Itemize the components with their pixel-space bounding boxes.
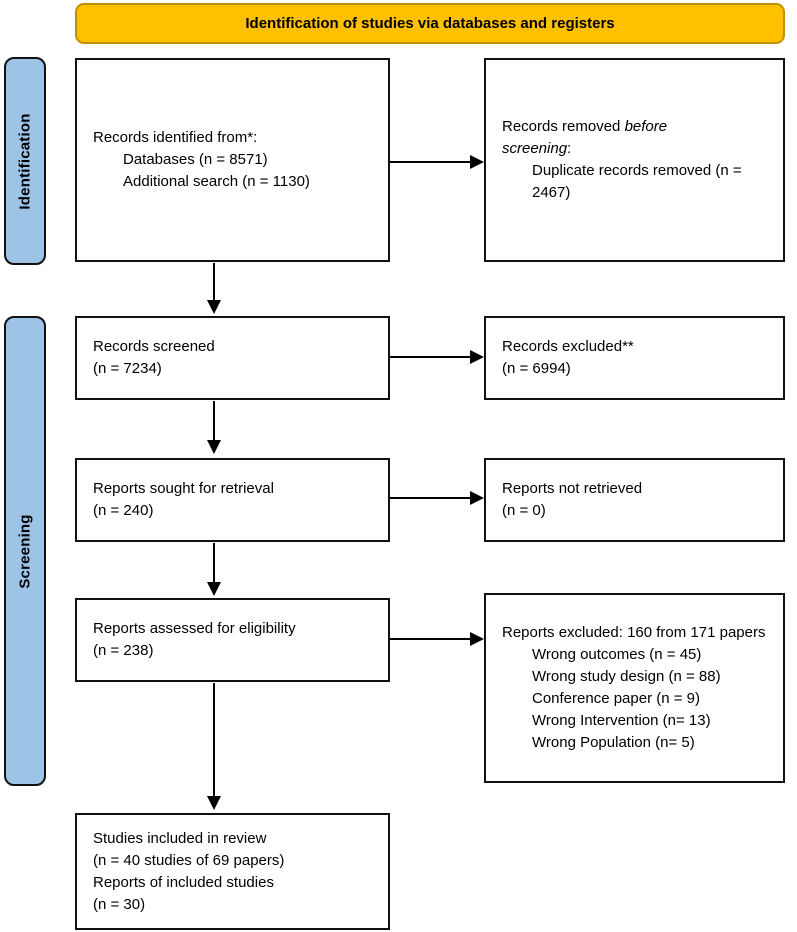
stage-identification-text: Identification — [16, 112, 34, 210]
box-reports-assessed: Reports assessed for eligibility (n = 23… — [75, 598, 390, 682]
arrow-assessed-to-included-head-icon — [207, 796, 221, 810]
arrow-sought-to-notretrieved-line — [390, 497, 472, 499]
records-screened-count: (n = 7234) — [93, 360, 162, 377]
arrow-screened-to-excluded-head-icon — [470, 350, 484, 364]
studies-included-title: Studies included in review — [93, 829, 267, 847]
reason-wrong-study-design: Wrong study design (n = 88) — [532, 668, 721, 685]
reason-conference-paper: Conference paper (n = 9) — [532, 690, 701, 707]
box-records-screened: Records screened (n = 7234) — [75, 316, 390, 400]
reason-wrong-outcomes: Wrong outcomes (n = 45) — [532, 646, 702, 663]
arrow-identified-to-screened-head-icon — [207, 300, 221, 314]
box-reports-not-retrieved: Reports not retrieved (n = 0) — [484, 458, 785, 542]
reports-sought-count: (n = 240) — [93, 502, 154, 519]
records-excluded-count: (n = 6994) — [502, 360, 571, 377]
reports-excluded-header: Reports excluded: 160 from 171 papers — [502, 624, 766, 641]
records-identified-additional: Additional search (n = 1130) — [123, 173, 310, 190]
arrow-assessed-to-included-line — [213, 683, 215, 797]
records-removed-screening: screening — [502, 140, 568, 157]
records-excluded-title: Records excluded** — [502, 338, 634, 355]
arrow-identified-to-screened-line — [213, 263, 215, 301]
reports-not-retrieved-title: Reports not retrieved — [502, 480, 643, 497]
box-reports-excluded-reasons: Reports excluded: 160 from 171 papers Wr… — [484, 593, 785, 783]
records-screened-title: Records screened — [93, 338, 215, 355]
studies-included-count: (n = 40 studies of 69 papers) — [93, 851, 285, 869]
arrow-sought-to-notretrieved-head-icon — [470, 491, 484, 505]
records-identified-title: Records identified from*: — [93, 129, 258, 146]
reason-wrong-intervention: Wrong Intervention (n= 13) — [532, 712, 711, 729]
reports-included-count: (n = 30) — [93, 895, 146, 913]
box-studies-included: Studies included in review (n = 40 studi… — [75, 813, 390, 930]
records-removed-before: before — [624, 118, 668, 135]
arrow-identified-to-removed-head-icon — [470, 155, 484, 169]
banner-identification-via-databases: Identification of studies via databases … — [75, 3, 785, 44]
box-reports-sought: Reports sought for retrieval (n = 240) — [75, 458, 390, 542]
reports-assessed-title: Reports assessed for eligibility — [93, 620, 296, 637]
box-records-identified: Records identified from*: Databases (n =… — [75, 58, 390, 262]
reports-included-title: Reports of included studies — [93, 873, 274, 891]
stage-screening-text: Screening — [16, 513, 34, 589]
stage-label-identification: Identification — [4, 57, 46, 265]
duplicate-records-removed: Duplicate records removed (n = 2467) — [532, 162, 742, 201]
reason-wrong-population: Wrong Population (n= 5) — [532, 734, 695, 751]
arrow-sought-to-assessed-line — [213, 543, 215, 583]
records-removed-colon: : — [567, 140, 572, 157]
reports-not-retrieved-count: (n = 0) — [502, 502, 546, 519]
records-identified-databases: Databases (n = 8571) — [123, 151, 268, 168]
arrow-screened-to-excluded-line — [390, 356, 472, 358]
box-records-excluded: Records excluded** (n = 6994) — [484, 316, 785, 400]
arrow-assessed-to-excluded-line — [390, 638, 472, 640]
arrow-identified-to-removed-line — [390, 161, 472, 163]
reports-sought-title: Reports sought for retrieval — [93, 480, 274, 497]
stage-label-screening: Screening — [4, 316, 46, 786]
reports-assessed-count: (n = 238) — [93, 642, 154, 659]
arrow-screened-to-sought-head-icon — [207, 440, 221, 454]
arrow-screened-to-sought-line — [213, 401, 215, 441]
records-removed-title: Records removed before screening: — [502, 116, 773, 160]
arrow-assessed-to-excluded-head-icon — [470, 632, 484, 646]
arrow-sought-to-assessed-head-icon — [207, 582, 221, 596]
box-records-removed: Records removed before screening: Duplica… — [484, 58, 785, 262]
banner-label: Identification of studies via databases … — [245, 15, 615, 32]
records-removed-pre: Records removed — [502, 118, 625, 135]
